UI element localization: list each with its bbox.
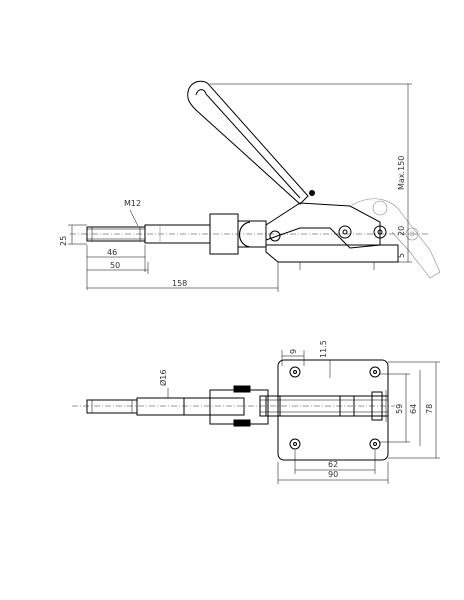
side-view: M12 25 46 50 158 Max.150 20 5 bbox=[59, 80, 441, 292]
handle bbox=[187, 80, 309, 205]
label-9: 9 bbox=[289, 349, 298, 354]
clip bbox=[239, 221, 251, 248]
label-59: 59 bbox=[395, 404, 404, 414]
label-dia-16: Ø16 bbox=[158, 370, 168, 386]
label-m12: M12 bbox=[124, 199, 141, 208]
label-11-5: 11.5 bbox=[319, 340, 328, 358]
threaded-rod-top bbox=[86, 399, 138, 414]
linkage-top bbox=[259, 395, 389, 417]
label-max-150: Max.150 bbox=[397, 156, 406, 190]
label-64: 64 bbox=[409, 404, 418, 414]
label-46: 46 bbox=[107, 248, 117, 257]
guide-body-top bbox=[209, 389, 269, 425]
handle-open-ghost bbox=[351, 198, 441, 279]
label-62: 62 bbox=[328, 460, 338, 469]
linkage bbox=[265, 202, 381, 249]
label-158: 158 bbox=[172, 279, 187, 288]
label-5: 5 bbox=[397, 253, 406, 258]
label-90: 90 bbox=[328, 470, 338, 479]
label-50: 50 bbox=[110, 261, 120, 270]
label-20: 20 bbox=[397, 226, 406, 236]
plunger-shaft-top bbox=[136, 397, 211, 416]
label-78: 78 bbox=[425, 404, 434, 414]
label-25: 25 bbox=[59, 236, 68, 246]
base-plate bbox=[265, 244, 399, 263]
top-view: Ø16 9 11.5 59 64 78 62 90 bbox=[72, 340, 440, 484]
